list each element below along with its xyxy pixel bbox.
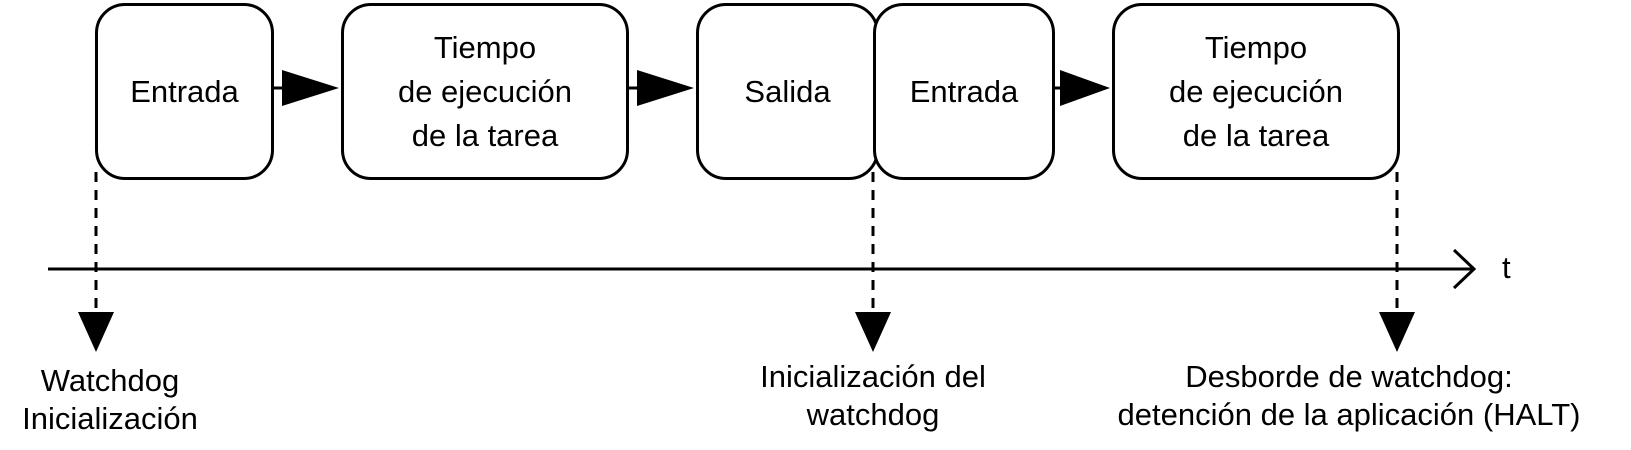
flow-arrow-2: [619, 70, 694, 106]
event-marker-3: [1379, 172, 1415, 352]
flow-arrow-1: [264, 70, 339, 106]
event-marker-2: [855, 172, 891, 352]
event-label-watchdog-init: Watchdog Inicialización: [22, 363, 198, 436]
event-label-watchdog-reinit: Inicialización del watchdog: [760, 359, 986, 432]
box-tiempo-ejecucion-1: Tiempo de ejecución de la tarea: [341, 3, 629, 180]
event-marker-1: [78, 172, 114, 352]
box-entrada-1: Entrada: [95, 3, 274, 180]
box-entrada-2: Entrada: [873, 3, 1055, 180]
time-axis-label: t: [1502, 250, 1511, 285]
event-label-watchdog-overflow: Desborde de watchdog: detención de la ap…: [1117, 359, 1581, 432]
box-salida: Salida: [696, 3, 879, 180]
box-tiempo-ejecucion-2: Tiempo de ejecución de la tarea: [1112, 3, 1400, 180]
time-axis: [48, 248, 1477, 290]
